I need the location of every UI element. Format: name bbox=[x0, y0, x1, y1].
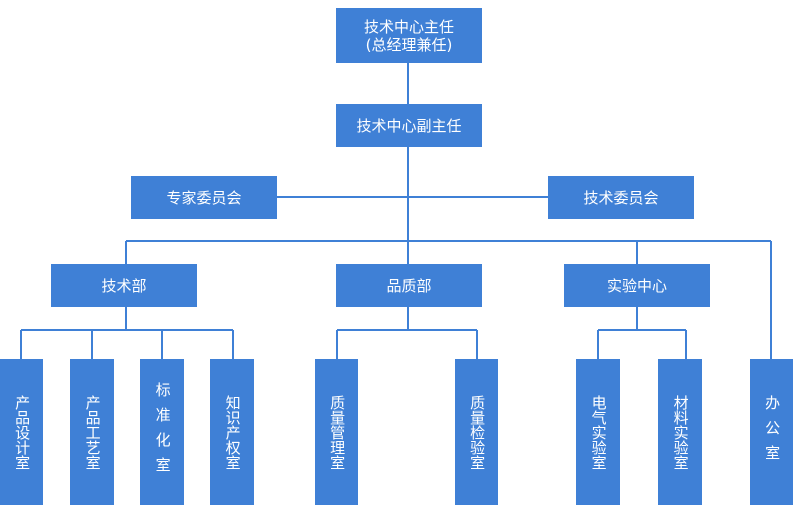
unit-quality-management: 质量管理室 bbox=[315, 359, 358, 505]
tech-department-box: 技术部 bbox=[51, 264, 197, 307]
unit-product-process-label: 产品工艺室 bbox=[83, 394, 102, 470]
lab-center-box: 实验中心 bbox=[564, 264, 710, 307]
unit-materials-lab: 材料实验室 bbox=[658, 359, 702, 505]
unit-quality-management-label: 质量管理室 bbox=[328, 394, 347, 470]
unit-electrical-lab: 电气实验室 bbox=[576, 359, 620, 505]
unit-intellectual-property-label: 知识产权室 bbox=[223, 394, 242, 470]
unit-materials-lab-label: 材料实验室 bbox=[671, 394, 690, 470]
expert-committee-box: 专家委员会 bbox=[131, 176, 277, 219]
director-title: 技术中心主任 bbox=[363, 17, 454, 36]
unit-quality-inspection-label: 质量检验室 bbox=[468, 394, 487, 470]
unit-product-process: 产品工艺室 bbox=[70, 359, 114, 505]
deputy-director-box: 技术中心副主任 bbox=[336, 104, 482, 147]
unit-intellectual-property: 知识产权室 bbox=[210, 359, 254, 505]
quality-department-box: 品质部 bbox=[336, 264, 482, 307]
director-box: 技术中心主任 (总经理兼任) bbox=[336, 8, 482, 63]
unit-quality-inspection: 质量检验室 bbox=[455, 359, 498, 505]
unit-office: 办公室 bbox=[750, 359, 793, 505]
director-note: (总经理兼任) bbox=[365, 35, 453, 54]
unit-product-design: 产品设计室 bbox=[0, 359, 43, 505]
unit-standardization-label: 标准化室 bbox=[153, 382, 172, 482]
unit-office-label: 办公室 bbox=[763, 394, 782, 470]
unit-standardization: 标准化室 bbox=[140, 359, 184, 505]
unit-electrical-lab-label: 电气实验室 bbox=[589, 394, 608, 470]
unit-product-design-label: 产品设计室 bbox=[13, 394, 32, 470]
technical-committee-box: 技术委员会 bbox=[548, 176, 694, 219]
